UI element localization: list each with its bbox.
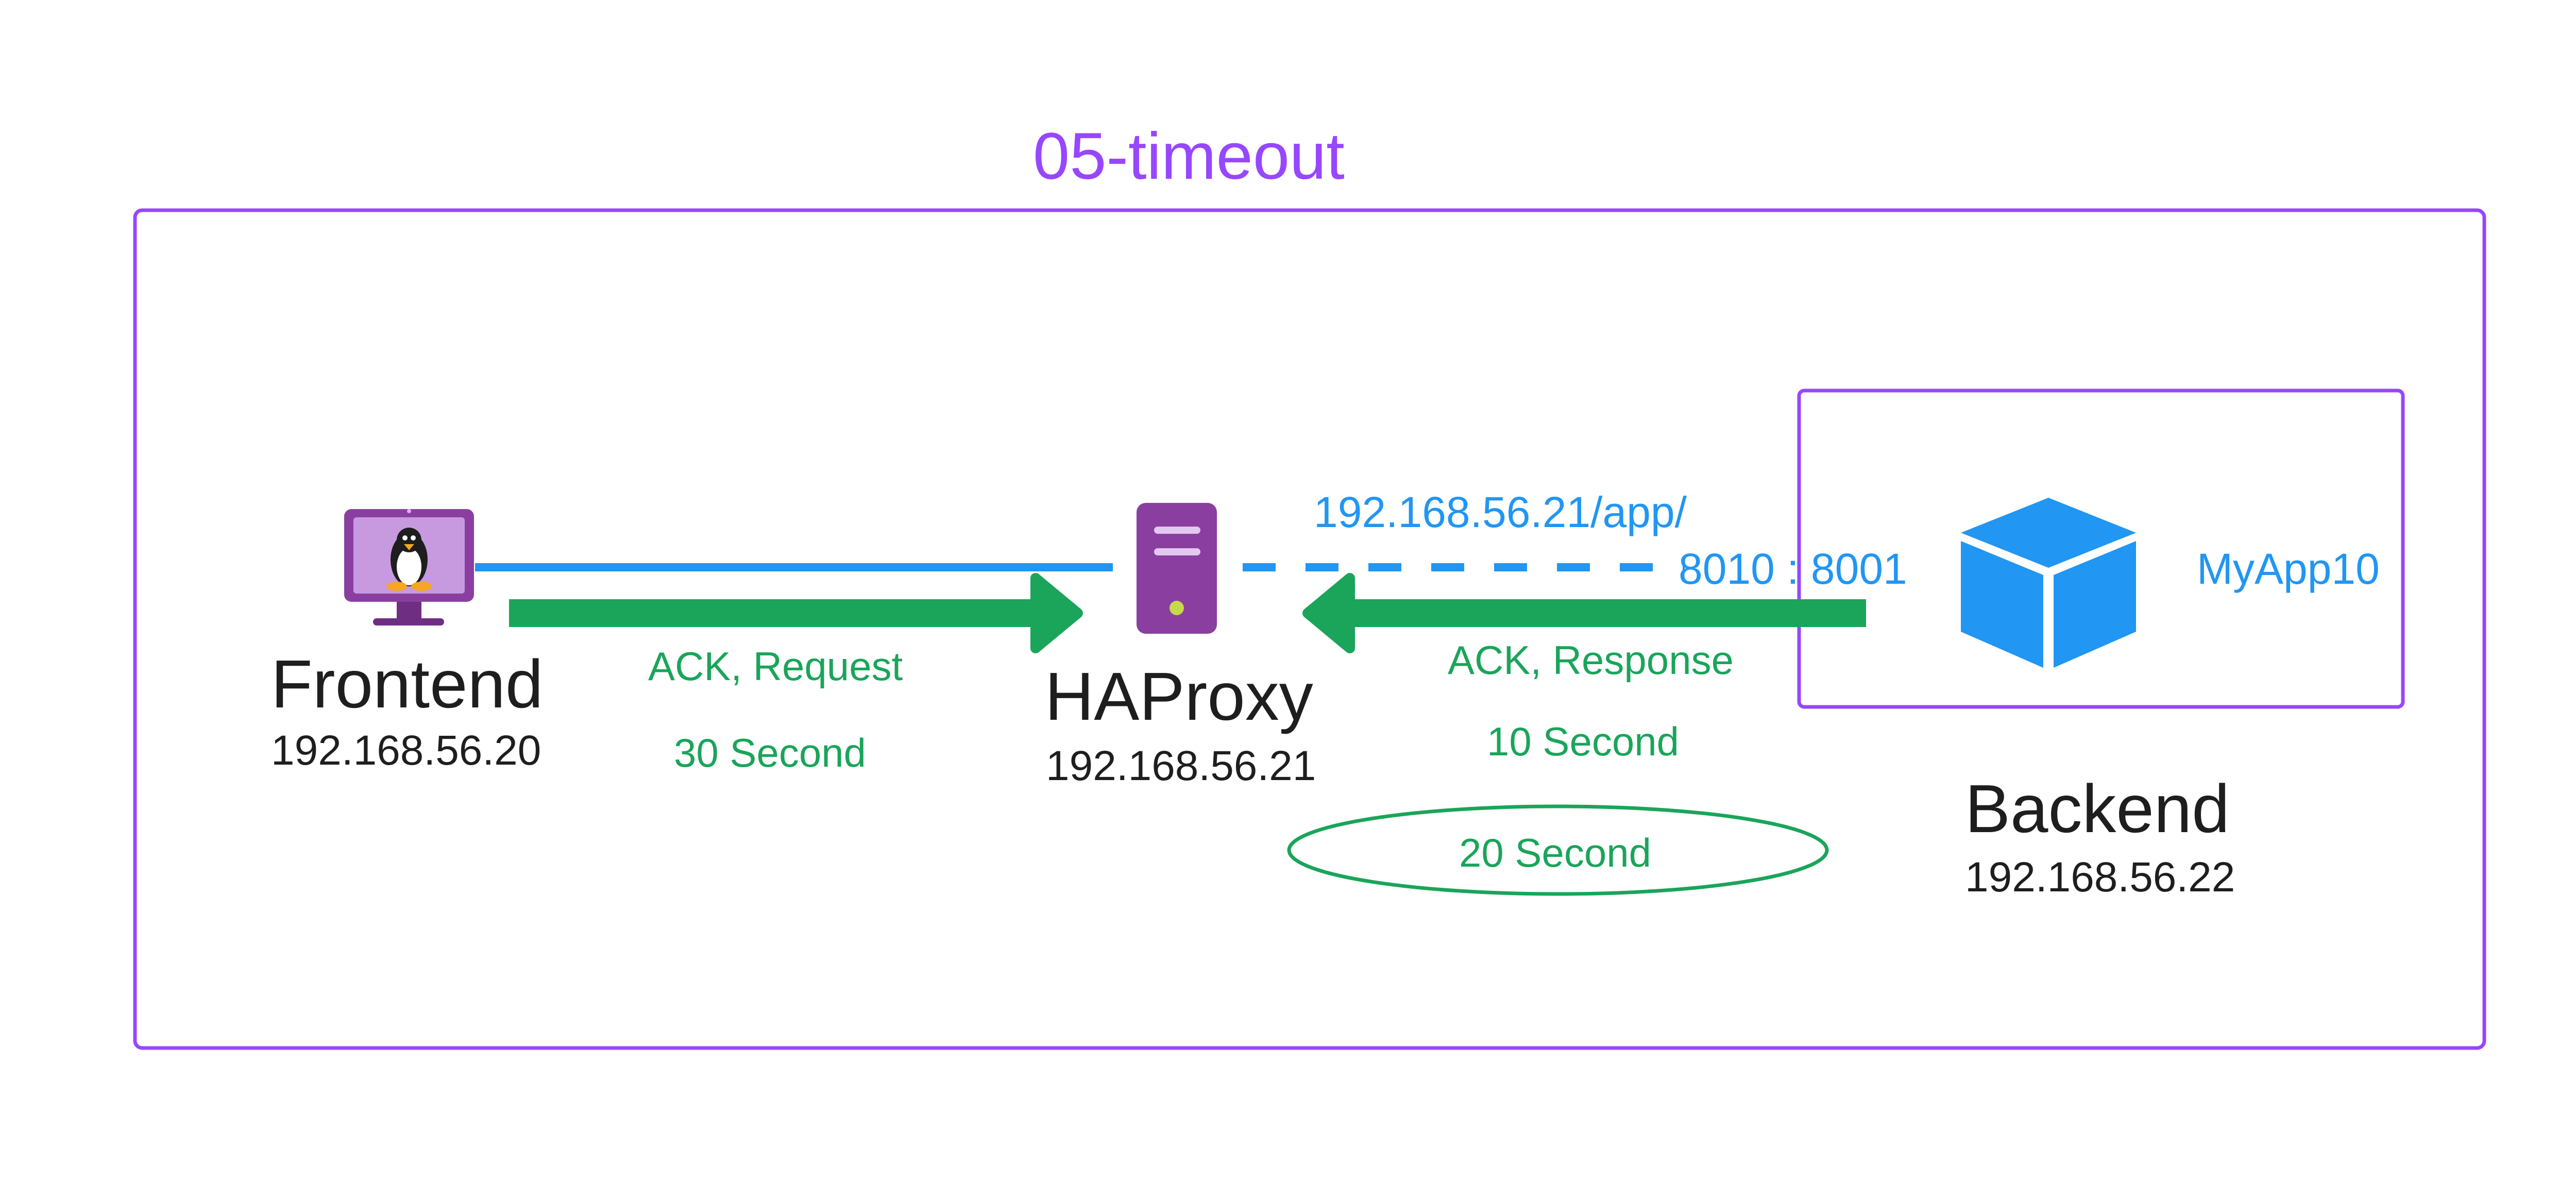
request-label: ACK, Request <box>648 644 903 689</box>
cube-icon <box>1961 498 2136 668</box>
request-timeout: 30 Second <box>674 730 866 775</box>
route-ports: 8010 : 8001 <box>1679 545 1907 593</box>
linux-monitor-icon <box>344 509 474 626</box>
response-label: ACK, Response <box>1448 637 1734 683</box>
diagram-title: 05-timeout <box>1033 120 1345 193</box>
backend-ip: 192.168.56.22 <box>1965 854 2235 901</box>
server-icon <box>1137 503 1217 634</box>
haproxy-name: HAProxy <box>1045 658 1313 734</box>
outer-frame <box>133 208 2486 1050</box>
response-highlighted-timeout: 20 Second <box>1459 830 1651 875</box>
backend-name: Backend <box>1965 771 2230 847</box>
haproxy-ip: 192.168.56.21 <box>1046 742 1316 789</box>
request-arrow <box>509 573 1083 653</box>
frontend-ip: 192.168.56.20 <box>271 727 541 774</box>
route-url: 192.168.56.21/app/ <box>1314 488 1687 536</box>
frontend-name: Frontend <box>271 646 544 722</box>
backend-app-name: MyApp10 <box>2197 545 2380 593</box>
response-arrow <box>1302 573 1866 653</box>
backend-frame <box>1797 388 2405 709</box>
response-timeout: 10 Second <box>1487 719 1679 764</box>
timeout-highlight-ellipse <box>1287 804 1829 896</box>
